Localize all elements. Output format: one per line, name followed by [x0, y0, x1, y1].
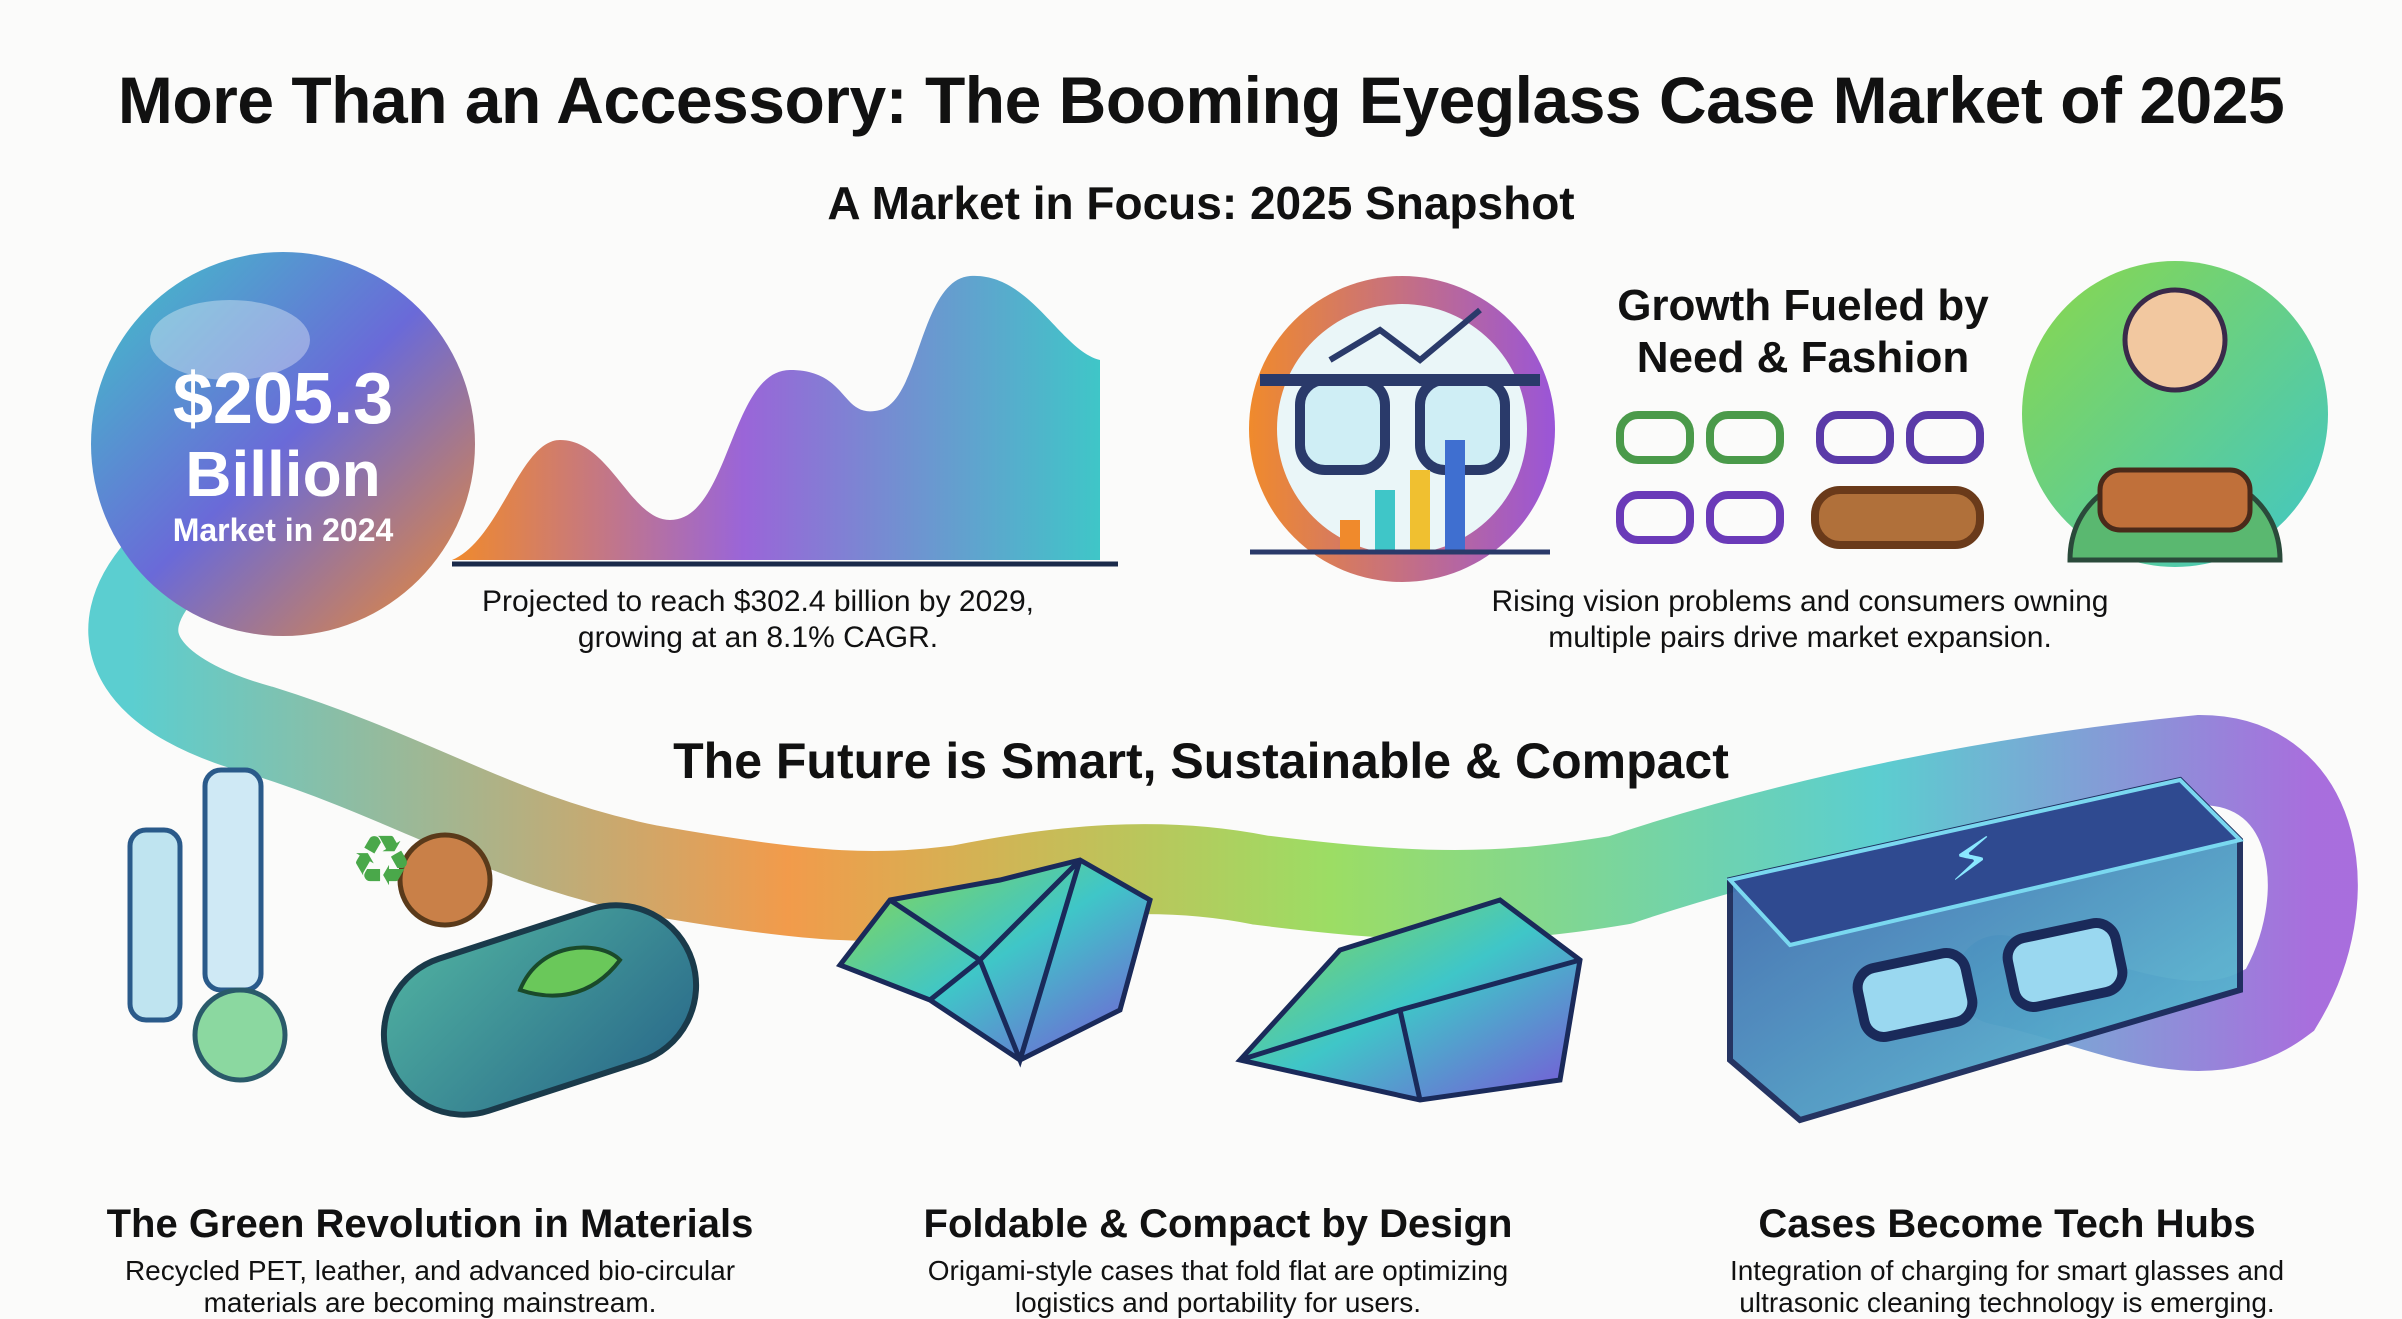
card-desc: materials are becoming mainstream. — [203, 1287, 657, 1318]
card-desc: ultrasonic cleaning technology is emergi… — [1739, 1287, 2275, 1318]
market-value: $205.3 — [172, 359, 394, 439]
growth-area-chart — [452, 275, 1100, 560]
card-foldable: Foldable & Compact by Design Origami-sty… — [818, 1202, 1618, 1319]
svg-text:♻: ♻ — [350, 820, 413, 902]
market-value-label: $205.3 Billion Market in 2024 — [91, 360, 475, 550]
future-heading: The Future is Smart, Sustainable & Compa… — [673, 733, 1729, 789]
projection-text: Projected to reach $302.4 billion by 202… — [408, 584, 1108, 656]
growth-heading-line: Need & Fashion — [1636, 333, 1970, 382]
growth-heading: Growth Fueled by Need & Fashion — [1550, 280, 2056, 384]
card-desc: Recycled PET, leather, and advanced bio-… — [124, 1255, 736, 1286]
card-title: The Green Revolution in Materials — [106, 1202, 754, 1246]
projection-line: growing at an 8.1% CAGR. — [577, 621, 939, 654]
market-unit: Billion — [185, 438, 381, 510]
green-materials-illustration: ♻ — [127, 767, 700, 1118]
projection-line: Projected to reach $302.4 billion by 202… — [481, 585, 1035, 618]
market-value-bubble — [91, 252, 475, 636]
card-desc: Integration of charging for smart glasse… — [1729, 1255, 2285, 1286]
card-desc: logistics and portability for users. — [1014, 1287, 1422, 1318]
card-desc: Origami-style cases that fold flat are o… — [927, 1255, 1509, 1286]
growth-heading-line: Growth Fueled by — [1617, 281, 1989, 330]
eyeglass-icons — [1616, 411, 1984, 549]
card-tech-hubs: Cases Become Tech Hubs Integration of ch… — [1607, 1202, 2402, 1319]
growth-line: Rising vision problems and consumers own… — [1491, 585, 2109, 618]
growth-text: Rising vision problems and consumers own… — [1420, 584, 2180, 656]
origami-case-illustration — [835, 857, 1583, 1103]
card-title: Foldable & Compact by Design — [923, 1202, 1513, 1246]
market-year-label: Market in 2024 — [172, 512, 394, 548]
card-title: Cases Become Tech Hubs — [1758, 1202, 2256, 1246]
flow-ribbon — [88, 515, 2358, 1071]
glasses-chart-icon — [1250, 307, 1550, 555]
smart-case-illustration: ⚡ — [1726, 776, 2244, 1124]
svg-text:⚡: ⚡ — [1950, 825, 1992, 895]
page-title: More Than an Accessory: The Booming Eyeg… — [117, 63, 2285, 137]
card-green-materials: The Green Revolution in Materials Recycl… — [30, 1202, 830, 1319]
snapshot-heading: A Market in Focus: 2025 Snapshot — [827, 177, 1575, 229]
growth-line: multiple pairs drive market expansion. — [1548, 621, 2052, 654]
